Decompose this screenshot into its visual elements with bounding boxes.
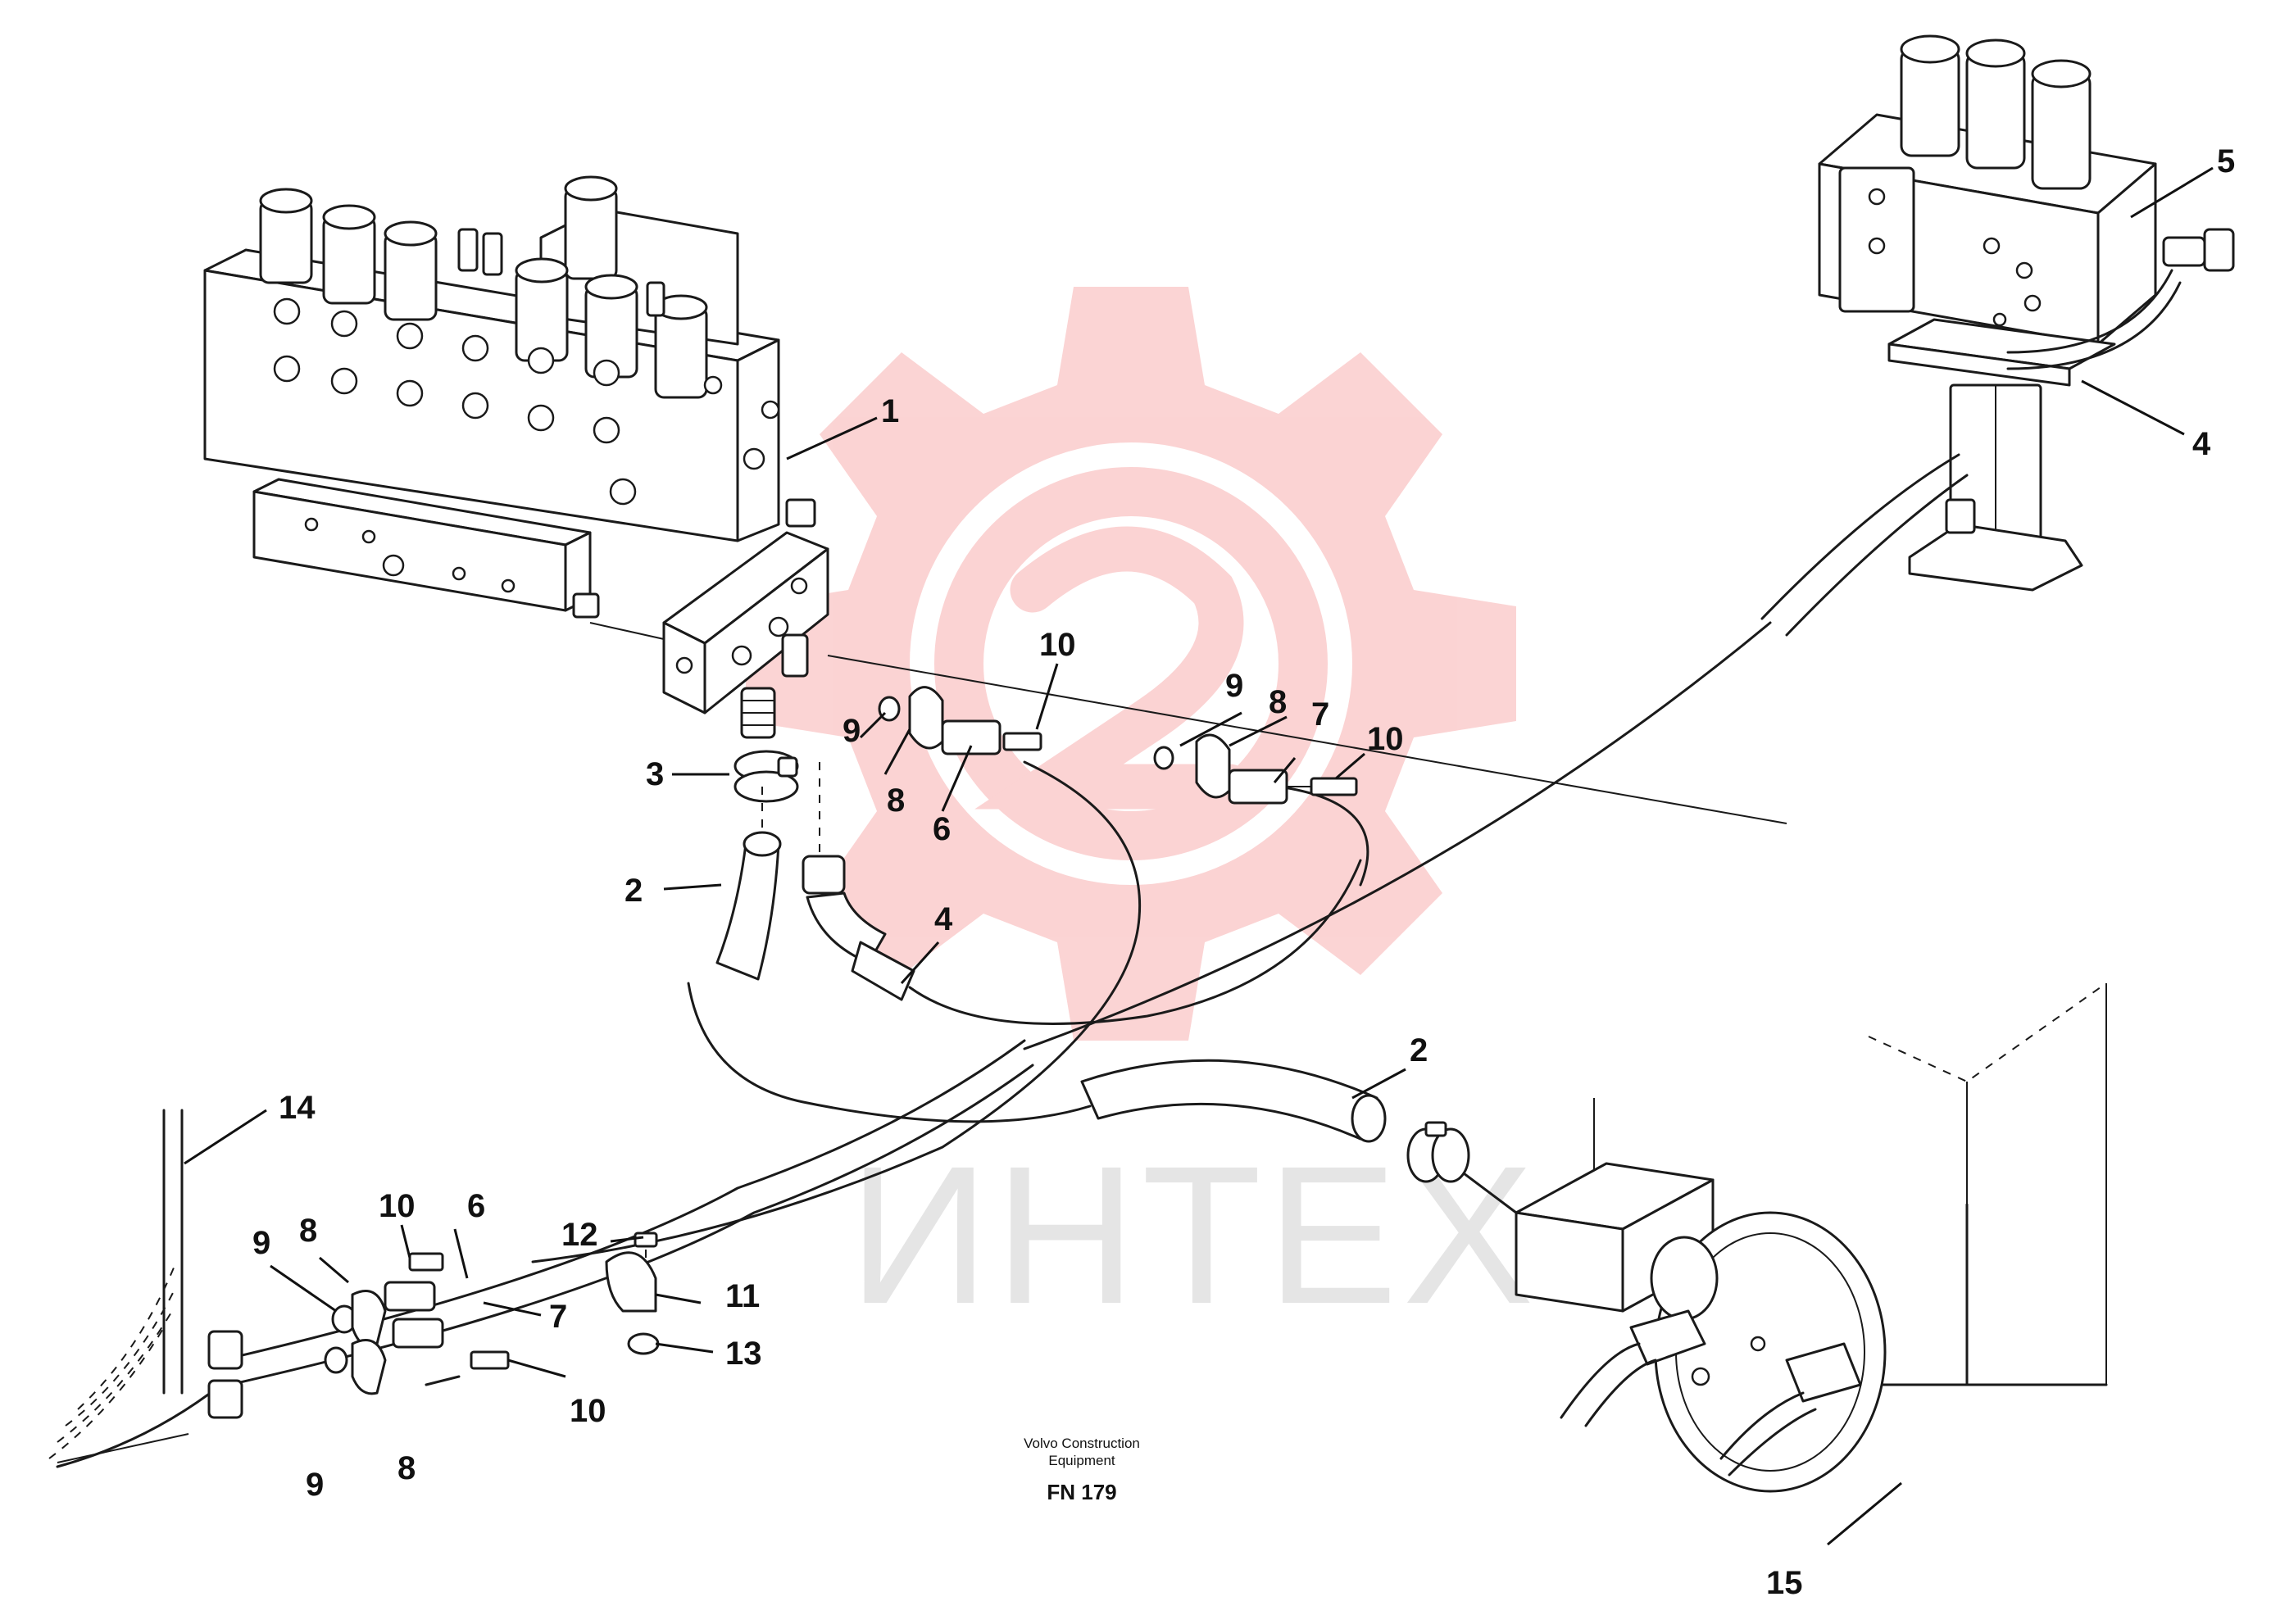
callout-labels: 1 2 2 3 4 4 5 6 6 7 7 8 8 8 8 9 9 9 9 10… — [252, 143, 2235, 1601]
callout-11: 11 — [725, 1278, 760, 1314]
callout-10-upper-right: 10 — [1367, 721, 1404, 757]
main-control-valve — [203, 175, 829, 739]
watermark-gear-mark — [974, 526, 1252, 810]
callout-15: 15 — [1766, 1565, 1803, 1601]
callout-14: 14 — [279, 1090, 316, 1126]
footer-company-line1: Volvo Construction — [1024, 1436, 1140, 1451]
callout-9-lower-bottom: 9 — [306, 1467, 324, 1503]
callout-2-upper: 2 — [625, 873, 643, 909]
valve-ports — [273, 297, 780, 506]
callout-10-lower-top: 10 — [379, 1188, 416, 1224]
watermark-gear-shape — [746, 287, 1516, 1041]
callout-8-upper-left: 8 — [887, 783, 905, 819]
callout-9-upper-right: 9 — [1225, 668, 1243, 704]
valve-solenoids — [259, 175, 708, 399]
callout-1: 1 — [881, 393, 899, 429]
callout-8-upper-right: 8 — [1269, 684, 1287, 720]
callout-5: 5 — [2217, 143, 2235, 179]
callout-8-lower-top: 8 — [299, 1213, 317, 1249]
callout-12: 12 — [561, 1217, 598, 1253]
hoses — [56, 269, 2182, 1468]
callout-9-lower-top: 9 — [252, 1225, 270, 1261]
footer-figure-code: FN 179 — [1047, 1480, 1116, 1504]
pilot-valve-unit — [1818, 34, 2235, 592]
callout-3: 3 — [646, 756, 664, 792]
callout-10-upper-left: 10 — [1039, 627, 1076, 663]
callout-2-lower: 2 — [1410, 1032, 1428, 1068]
callout-7-upper: 7 — [1311, 696, 1329, 733]
watermark-gear-ring — [934, 467, 1328, 860]
frame-panel — [48, 1109, 189, 1463]
callout-4-pilot: 4 — [2192, 426, 2211, 462]
callout-6-upper: 6 — [933, 811, 951, 847]
callout-9-upper-left: 9 — [843, 713, 861, 749]
callout-13: 13 — [725, 1336, 762, 1372]
hardware — [207, 686, 1470, 1419]
callout-10-lower-bottom: 10 — [570, 1393, 606, 1429]
hydraulic-tank-assembly — [1515, 982, 2108, 1493]
callout-8-lower-bottom: 8 — [397, 1450, 416, 1486]
callout-4-hose: 4 — [934, 901, 953, 937]
footer-company-line2: Equipment — [1048, 1453, 1115, 1468]
leader-lines — [184, 166, 2214, 1546]
callout-7-lower: 7 — [549, 1299, 567, 1335]
diagram-footer: Volvo Construction Equipment FN 179 — [1024, 1436, 1140, 1504]
callout-6-lower: 6 — [467, 1188, 485, 1224]
